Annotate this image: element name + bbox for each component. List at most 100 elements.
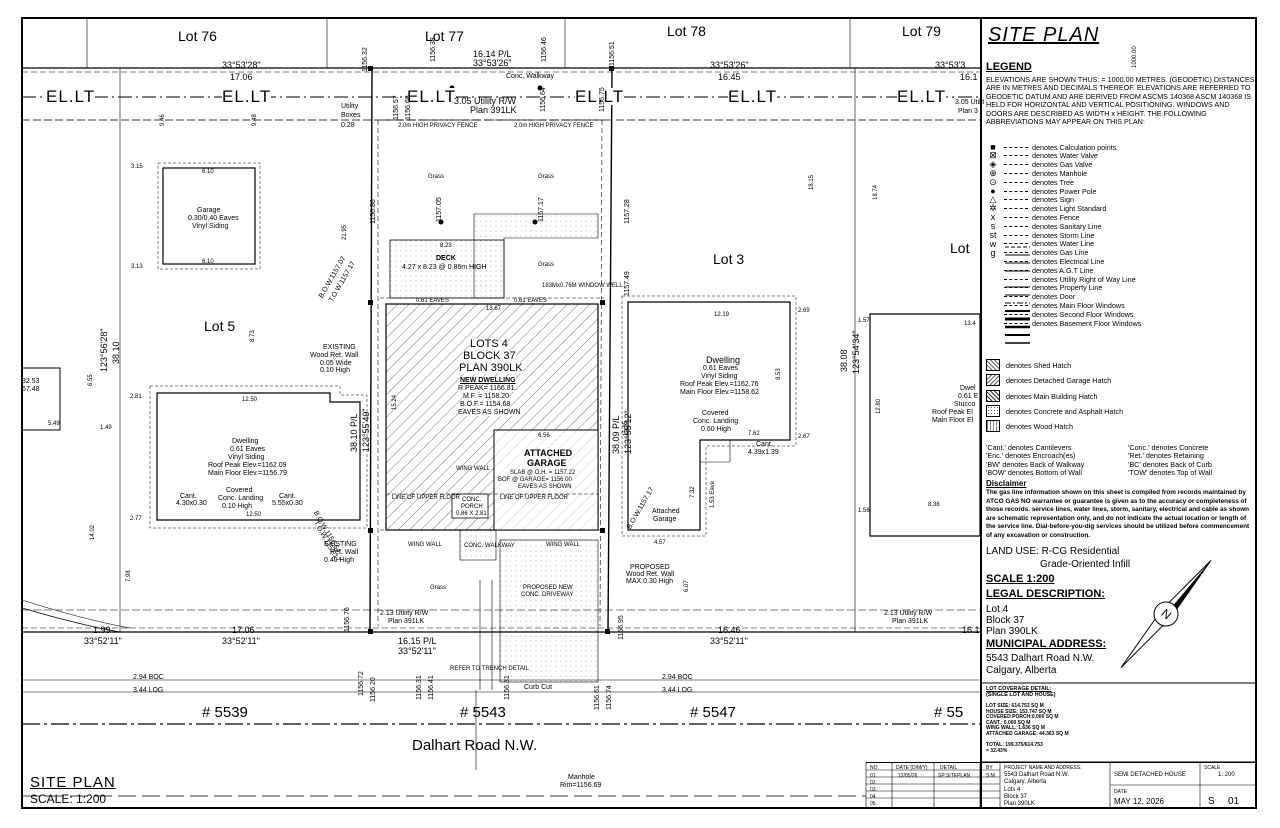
elevation-label: 1156.41: [428, 675, 435, 700]
left-dwelling-mf: Main Floor Elev.=1156.79: [208, 470, 287, 477]
top-bearing: 33°53'26": [473, 58, 512, 68]
lot-76-label: Lot 76: [178, 28, 217, 44]
elevation-label: 1157.05: [436, 197, 443, 222]
coverage-item: COVERED PORCH:0.000 SQ M: [986, 714, 1059, 721]
tb-project: Lots 4: [1004, 787, 1021, 793]
el-lt-label: EL.LT: [407, 87, 457, 106]
building-hatch-swatch: [986, 390, 1000, 402]
far-right-dwelling: Dwel: [960, 385, 976, 392]
abbrev-right: 'Conc.' denotes Concrete 'Ret.' denotes …: [1128, 443, 1254, 478]
driveway: [499, 539, 599, 683]
dimension-label: 15.85: [623, 420, 629, 436]
coverage-sub: (SINGLE LOT AND HOUSE): [986, 692, 1056, 698]
legend-item: ■denotes Calculation points: [986, 142, 1116, 152]
bottom-distance: 16.46: [718, 625, 741, 635]
legend-leader: [1004, 278, 1028, 280]
address-5543: # 5543: [460, 704, 506, 721]
legend-item: denotes A.G.T Line: [986, 265, 1093, 275]
garage-hatch-swatch: [986, 374, 1000, 386]
tb-row1: 01.: [870, 773, 877, 779]
block-title: BLOCK 37: [463, 350, 516, 362]
grass-label: Grass: [538, 262, 555, 268]
dimension-label: 13.4: [964, 321, 976, 327]
coverage-item: HOUSE SIZE: 153.747 SQ M: [986, 708, 1052, 715]
deck-size: 4.27 x 8.23 @ 0.86m HIGH: [402, 264, 487, 271]
elevation-label: 1157.17: [538, 197, 545, 222]
legend-text: denotes A.G.T Line: [1032, 265, 1094, 275]
legend-item: denotes Second Floor Windows: [986, 309, 1133, 319]
manhole-label: Manhole: [568, 774, 595, 781]
abbrev-item: 'Cant.' denotes Cantilevers: [986, 443, 1072, 452]
boc-label: 2.94 BOC: [662, 674, 693, 681]
coverage-item: TOTAL: 199.375/614.753: [986, 742, 1043, 749]
legend-leader: [1004, 155, 1028, 157]
legend-item: denotes Electrical Line: [986, 256, 1104, 266]
legend-item: denotes Property Line: [986, 283, 1102, 293]
far-right-dwelling: [869, 313, 981, 537]
legend-text: denotes Electrical Line: [1032, 256, 1105, 266]
dimension-label: 6.07: [684, 580, 690, 592]
legend-symbol-icon: st: [989, 230, 997, 240]
right-landing-label: Covered: [702, 410, 729, 417]
right-dwelling-title: Dwelling: [706, 355, 741, 365]
dimension-label: 9.48: [252, 114, 258, 126]
left-dwelling-title: Dwelling: [232, 438, 259, 445]
hatch-label: denotes Detached Garage Hatch: [1006, 375, 1112, 385]
legend-item: denotes Basement Floor Windows: [986, 318, 1141, 328]
land-use-2: Grade-Oriented Infill: [1040, 559, 1131, 570]
legend-leader: [1004, 234, 1028, 236]
legend-symbol-icon: ⊙: [989, 176, 997, 187]
abbrev-left: 'Cant.' denotes Cantilevers 'Enc.' denot…: [986, 443, 1126, 478]
top-bearing: 33°53'3: [935, 60, 966, 70]
elevation-label: 1156.72: [358, 671, 365, 696]
left-dwelling-w: 12.50: [246, 512, 262, 518]
wood-hatch-swatch: [986, 420, 1000, 432]
bof: B.O.F.= 1154.68: [460, 401, 511, 408]
left-landing-label: Covered: [226, 487, 253, 494]
wing-wall-label: WING WALL: [546, 542, 581, 548]
tb-project: Calgary, Alberta: [1004, 779, 1047, 785]
municipal-address: 5543 Dalhart Road N.W.: [986, 653, 1095, 664]
legend-symbol-icon: ✲: [989, 203, 997, 214]
utility-bottom: Plan 391LK: [388, 618, 425, 625]
legend-leader: [1004, 304, 1028, 306]
left-cant-label: Cant.: [279, 493, 296, 500]
legend-leader: [1004, 199, 1028, 201]
tb-date: MAY 12, 2026: [1114, 797, 1164, 806]
legend-item: △denotes Sign: [986, 194, 1074, 205]
legend-text: denotes Sign: [1032, 195, 1074, 205]
refer-trench-label: REFER TO TRENCH DETAIL: [450, 666, 529, 672]
left-garage-siding: Vinyl Siding: [192, 223, 229, 230]
proposed-wall-label: Wood Ret. Wall: [626, 571, 675, 578]
tb-project: 5543 Dalhart Road N.W.: [1004, 772, 1070, 778]
eaves-label: 0.61 EAVES: [416, 298, 449, 304]
legend-text: denotes Second Floor Windows: [1032, 309, 1134, 319]
plan-title: PLAN 390LK: [459, 362, 523, 374]
dimension-label: 38.10: [111, 341, 121, 364]
existing-wall-label: Wood Ret. Wall: [310, 352, 359, 359]
sheet-border: [21, 17, 1257, 809]
elevation-label: 1156.51: [609, 41, 616, 66]
left-dwelling-dim: 1.49: [100, 425, 112, 431]
left-dwelling-eaves: 0.61 Eaves: [230, 446, 266, 453]
elevation-label: 1156.95: [618, 615, 625, 640]
legal-lot: Lot 4: [986, 604, 1009, 615]
elevation-label: 1156.20: [370, 677, 377, 702]
utility-label: Plan 391LK: [470, 105, 517, 115]
window-well-label: 183Mx0.76M WINDOW WELL: [542, 283, 623, 289]
coverage-item: WING WALL: 1.636 SQ M: [986, 725, 1045, 732]
legend-symbol-icon: g: [990, 247, 996, 258]
elevation-label: 1157.28: [624, 199, 631, 224]
bearing-label: 123°54'34": [851, 330, 861, 374]
tb-project: Plan 390LK: [1004, 801, 1036, 807]
utility-boxes-value: 0.28: [341, 122, 355, 129]
abbrev-item: 'Enc.' denotes Encroach(es): [986, 451, 1076, 461]
legend-leader: [1004, 243, 1028, 245]
existing-wall-label: Ret. Wall: [330, 549, 359, 556]
bottom-distance: 16.15 P/L: [398, 636, 437, 646]
elevation-label: 1156.68: [405, 95, 412, 120]
address-5539: # 5539: [202, 704, 248, 721]
left-garage-title: Garage: [197, 207, 221, 214]
